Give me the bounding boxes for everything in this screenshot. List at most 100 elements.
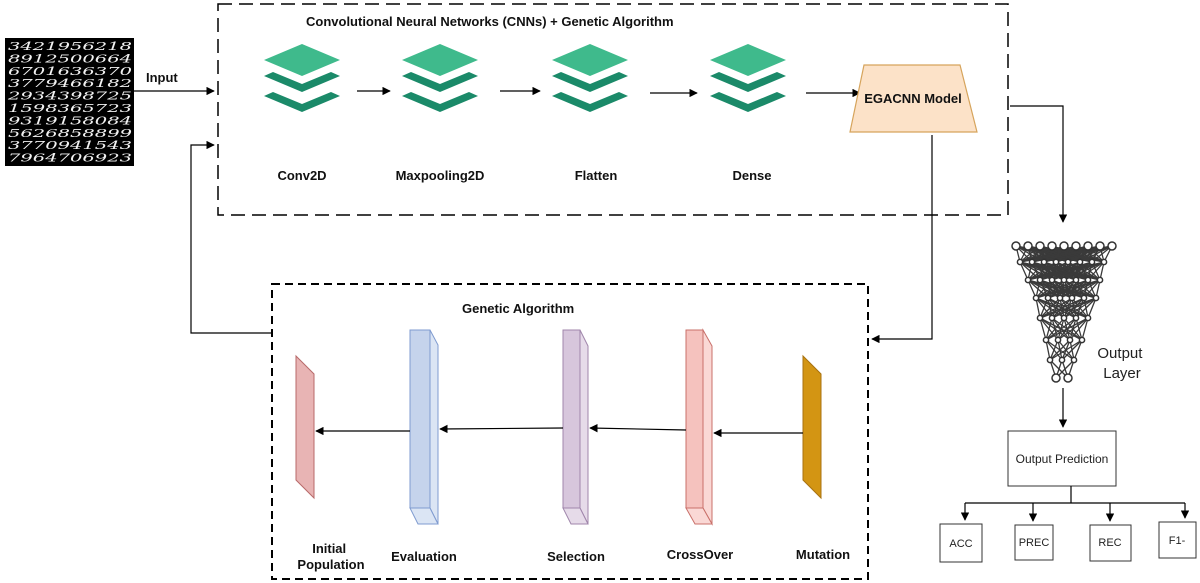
selection-label: Selection xyxy=(547,549,605,564)
network-connection xyxy=(1035,297,1041,319)
network-node xyxy=(1051,373,1061,383)
network-connection xyxy=(1087,261,1105,281)
arrow-crossover-to-selection xyxy=(589,423,687,433)
egacnn-model-shape xyxy=(849,64,978,133)
mnist-digit-row: 6701636370 xyxy=(8,64,132,78)
mnist-digit-row: 3770941543 xyxy=(8,138,132,152)
mnist-digit-row: 1598365723 xyxy=(8,101,132,115)
network-connection xyxy=(1051,261,1105,281)
network-connection xyxy=(1047,279,1101,299)
network-connection xyxy=(1039,297,1073,319)
network-node xyxy=(1072,276,1080,284)
network-node xyxy=(1047,241,1057,251)
arrow-ga-feedback-to-cnn xyxy=(190,140,273,334)
network-connection xyxy=(1019,245,1053,263)
network-connection xyxy=(1049,339,1059,361)
mutation-label: Mutation xyxy=(796,547,850,562)
metric-box-rec xyxy=(1089,524,1132,562)
network-node xyxy=(1096,276,1104,284)
network-connection xyxy=(1087,297,1097,319)
metric-label-acc: ACC xyxy=(949,538,972,550)
output-layer-network-icon xyxy=(1011,241,1117,383)
network-connection xyxy=(1073,339,1083,361)
network-node xyxy=(1048,314,1056,322)
cnn-section-box xyxy=(217,3,1009,216)
maxpooling2d-label: Maxpooling2D xyxy=(396,168,485,183)
network-node xyxy=(1056,294,1064,302)
network-connection xyxy=(1067,245,1113,263)
network-node xyxy=(1063,373,1073,383)
network-connection xyxy=(1063,297,1097,319)
network-node xyxy=(1024,276,1032,284)
network-node xyxy=(1059,241,1069,251)
output-layer-label-line2: Layer xyxy=(1103,365,1141,382)
network-connection xyxy=(1045,317,1053,341)
network-connection xyxy=(1075,297,1097,319)
maxpooling2d-layer-icon xyxy=(402,44,478,112)
network-node xyxy=(1100,258,1108,266)
network-node xyxy=(1072,314,1080,322)
conv2d-label: Conv2D xyxy=(277,168,326,183)
network-connection xyxy=(1059,279,1101,299)
network-connection xyxy=(1045,317,1089,341)
ga-section-box xyxy=(271,283,869,580)
network-connection xyxy=(1035,279,1053,299)
network-node xyxy=(1016,258,1024,266)
mnist-digit-row: 8912500664 xyxy=(8,51,132,65)
network-node xyxy=(1040,258,1048,266)
network-node xyxy=(1011,241,1021,251)
network-node xyxy=(1095,241,1105,251)
metric-box-f1 xyxy=(1158,521,1197,559)
network-connection xyxy=(1079,245,1113,263)
network-connection xyxy=(1039,297,1097,319)
network-connection xyxy=(1039,297,1049,319)
arrow-selection-to-evaluation xyxy=(439,424,564,434)
mnist-digit-row: 5626858899 xyxy=(8,126,132,140)
network-connection xyxy=(1061,339,1083,361)
metric-label-rec: REC xyxy=(1098,537,1121,549)
network-node xyxy=(1042,336,1050,344)
network-node xyxy=(1083,241,1093,251)
mnist-input-image: 3421956218891250066467016363703779466182… xyxy=(5,38,134,166)
conv2d-layer-icon xyxy=(264,44,340,112)
network-node xyxy=(1023,241,1033,251)
network-connection xyxy=(1045,317,1065,341)
network-node xyxy=(1032,294,1040,302)
network-node xyxy=(1084,276,1092,284)
network-node xyxy=(1068,294,1076,302)
network-connection xyxy=(1027,261,1057,281)
network-node xyxy=(1064,258,1072,266)
mnist-digit-row: 9319158084 xyxy=(8,113,132,127)
network-connection xyxy=(1057,317,1089,341)
selection-shape xyxy=(562,329,589,525)
mutation-shape xyxy=(802,354,822,500)
network-connection xyxy=(1083,279,1101,299)
output-prediction-box xyxy=(1007,430,1117,487)
network-connection xyxy=(1035,279,1077,299)
mnist-digit-row: 3421956218 xyxy=(8,39,132,53)
network-node xyxy=(1046,356,1054,364)
dense-label: Dense xyxy=(732,168,771,183)
mnist-digit-row: 3779466182 xyxy=(8,76,132,90)
initial-population-label: Initial Population xyxy=(297,541,364,572)
network-connection xyxy=(1039,297,1085,319)
network-node xyxy=(1048,276,1056,284)
cnn-section-title: Convolutional Neural Networks (CNNs) + G… xyxy=(306,14,674,29)
network-node xyxy=(1071,241,1081,251)
evaluation-shape xyxy=(409,329,439,525)
arrow-model-to-output-layer xyxy=(1010,105,1068,223)
initial-population-label-line2: Population xyxy=(297,557,364,572)
network-node xyxy=(1044,294,1052,302)
evaluation-label: Evaluation xyxy=(391,549,457,564)
network-connection xyxy=(1039,297,1061,319)
network-node xyxy=(1092,294,1100,302)
network-node xyxy=(1076,258,1084,266)
network-connection xyxy=(1035,279,1065,299)
metric-box-prec xyxy=(1014,524,1054,561)
network-node xyxy=(1084,314,1092,322)
mnist-digit-row: 7964706923 xyxy=(8,151,132,165)
output-prediction-label: Output Prediction xyxy=(1016,452,1109,466)
crossover-label: CrossOver xyxy=(667,547,733,562)
network-connection xyxy=(1039,317,1047,341)
